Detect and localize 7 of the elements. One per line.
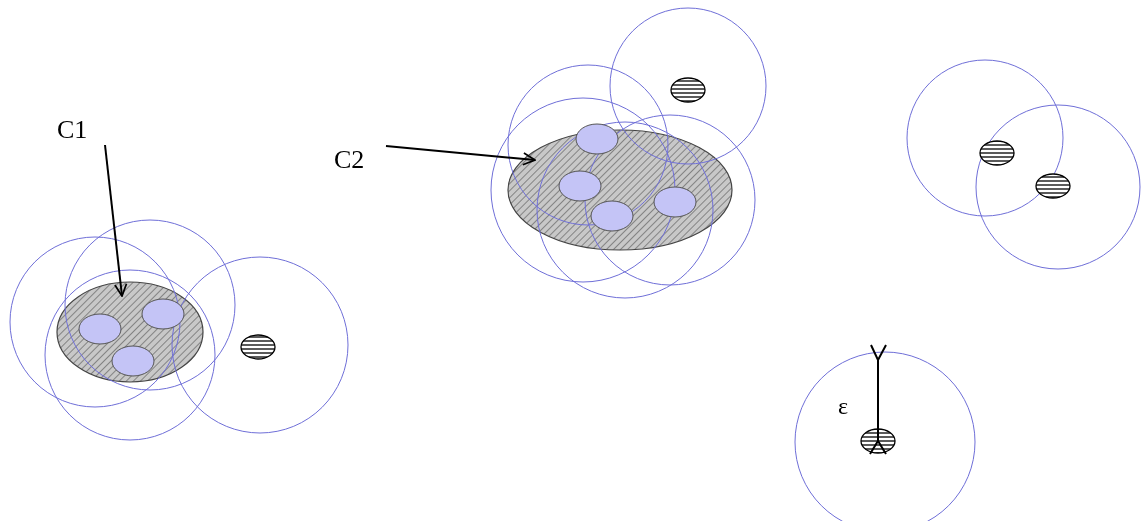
cluster-label: C2: [334, 146, 365, 174]
radius-label: ε: [838, 392, 849, 420]
cluster-label: C1: [57, 116, 88, 144]
leader-arrow: [385, 145, 536, 166]
leader-arrow: [104, 144, 128, 297]
cluster-ellipse: [507, 129, 733, 251]
cluster-ellipse: [56, 281, 204, 383]
